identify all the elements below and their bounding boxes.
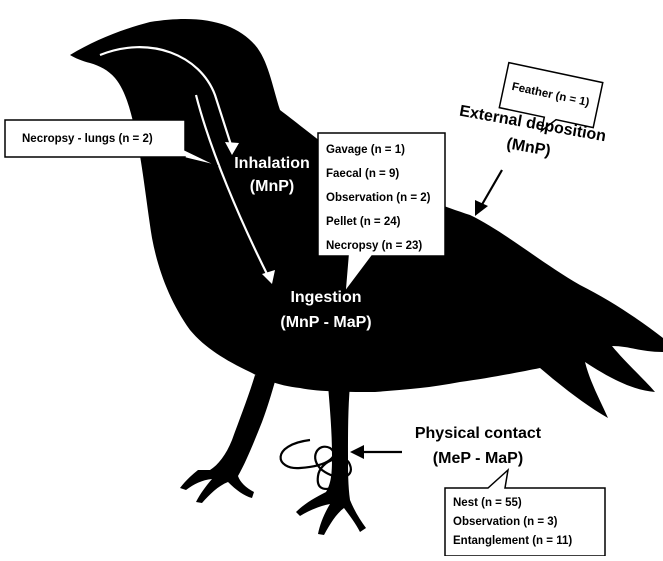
ingestion-method-item: Pellet (n = 24) [326, 216, 401, 228]
lungs-item: Necropsy - lungs (n = 2) [22, 133, 153, 145]
crow-left-leg [180, 375, 276, 503]
physical-contact-title: Physical contact [415, 425, 542, 442]
ingestion-method-item: Faecal (n = 9) [326, 168, 399, 180]
ingestion-title: Ingestion [290, 289, 361, 306]
contact-method-item: Observation (n = 3) [453, 516, 558, 528]
ingestion-method-item: Necropsy (n = 23) [326, 240, 422, 252]
physical-contact-arrow-head [350, 445, 364, 459]
ingestion-method-item: Observation (n = 2) [326, 192, 431, 204]
physical-contact-subtitle: (MeP - MaP) [433, 450, 523, 467]
external-deposition-arrow-head [475, 200, 488, 216]
contact-method-item: Entanglement (n = 11) [453, 535, 572, 547]
contact-methods-callout: Nest (n = 55) Observation (n = 3) Entang… [445, 470, 605, 556]
inhalation-subtitle: (MnP) [250, 178, 294, 195]
ingestion-method-item: Gavage (n = 1) [326, 144, 405, 156]
inhalation-title: Inhalation [234, 155, 310, 172]
external-deposition-subtitle: (MnP) [505, 135, 552, 159]
external-deposition-arrow [480, 170, 502, 208]
contact-method-item: Nest (n = 55) [453, 497, 522, 509]
ingestion-subtitle: (MnP - MaP) [280, 314, 371, 331]
